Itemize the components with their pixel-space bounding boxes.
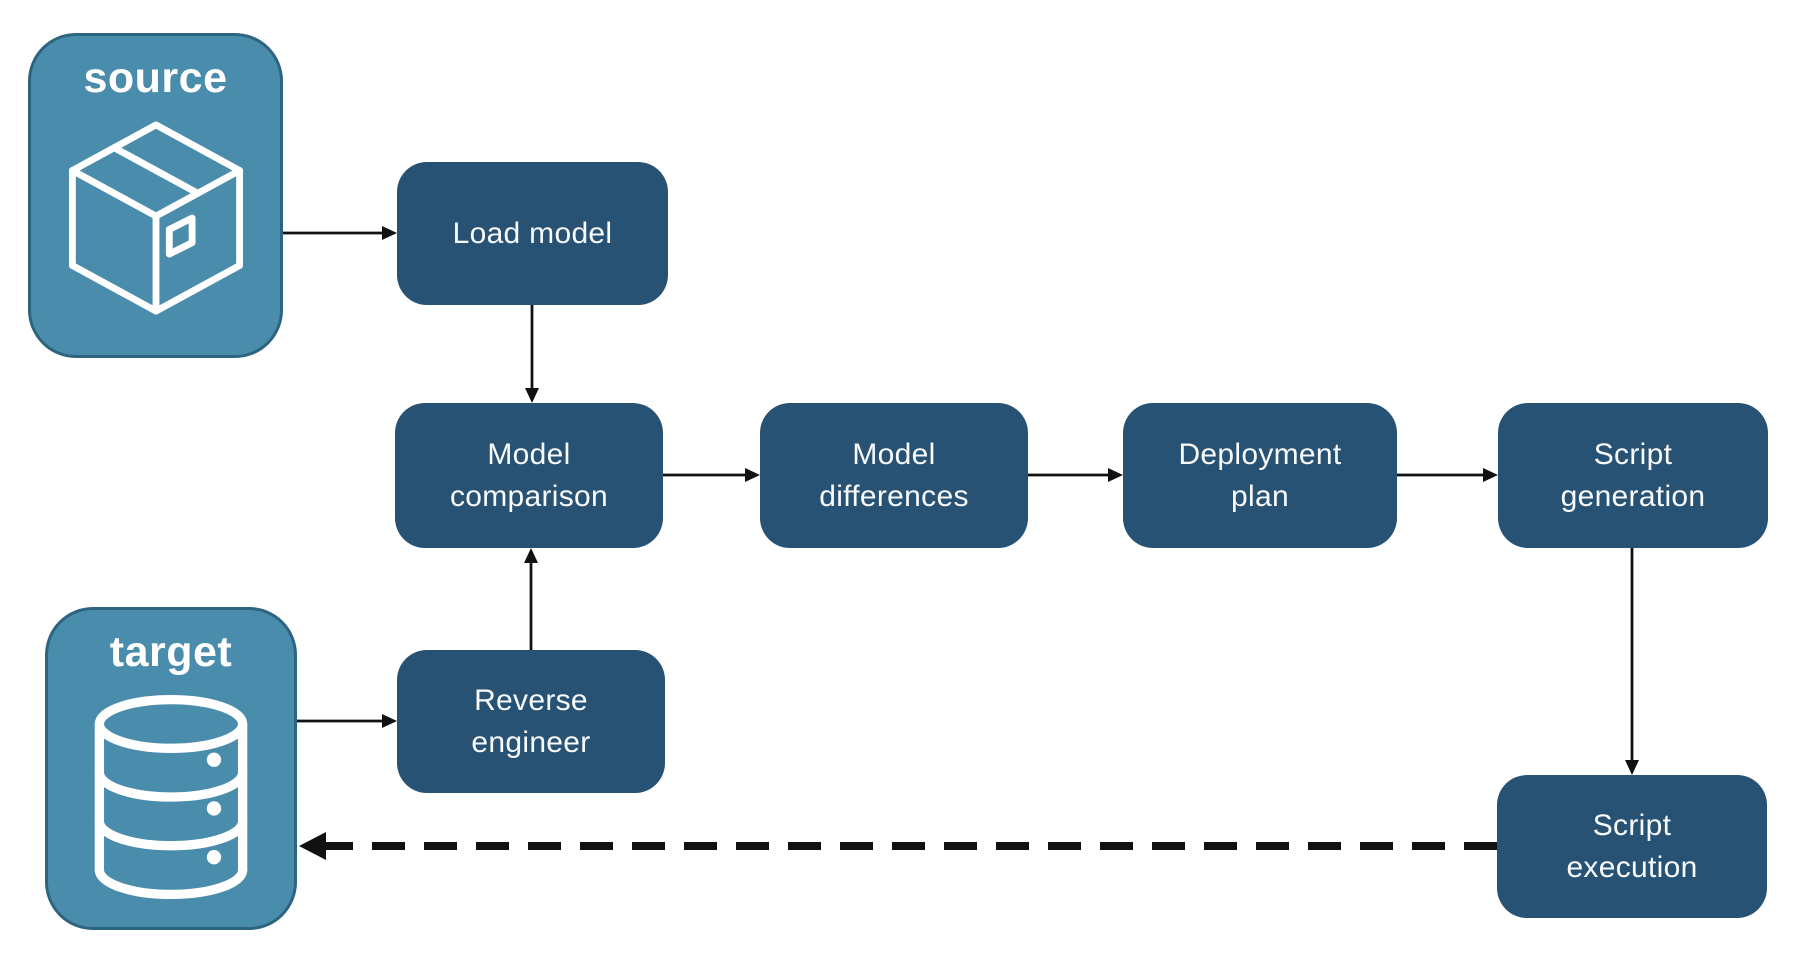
node-deployment-plan: Deployment plan bbox=[1123, 403, 1397, 548]
package-icon bbox=[68, 121, 243, 315]
node-script-generation-label-line1: Script bbox=[1593, 437, 1673, 471]
node-script-execution: Script execution bbox=[1497, 775, 1767, 918]
arrowhead-script-execution-to-target bbox=[299, 832, 326, 860]
node-model-comparison-label-line1: Model bbox=[487, 437, 571, 471]
node-script-generation-label-line2: generation bbox=[1560, 479, 1706, 513]
node-load-model: Load model bbox=[397, 162, 668, 305]
node-script-generation: Script generation bbox=[1498, 403, 1768, 548]
arrowhead-reverse-engineer-to-model-comparison bbox=[524, 548, 538, 563]
arrowhead-deployment-plan-to-script-generation bbox=[1483, 468, 1498, 482]
node-deployment-plan-label-line1: Deployment bbox=[1178, 437, 1342, 471]
arrowhead-model-differences-to-deployment-plan bbox=[1108, 468, 1123, 482]
arrowhead-load-model-to-model-comparison bbox=[525, 388, 539, 403]
node-load-model-label: Load model bbox=[452, 216, 613, 250]
source-endpoint: source bbox=[28, 33, 283, 358]
node-reverse-engineer-label-line2: engineer bbox=[471, 725, 591, 759]
target-label: target bbox=[109, 628, 233, 676]
node-model-differences-label-line2: differences bbox=[819, 479, 969, 513]
node-reverse-engineer: Reverse engineer bbox=[397, 650, 665, 793]
node-model-differences: Model differences bbox=[760, 403, 1028, 548]
arrowhead-model-comparison-to-model-differences bbox=[745, 468, 760, 482]
node-deployment-plan-label-line2: plan bbox=[1231, 479, 1289, 513]
arrowhead-source-to-load-model bbox=[382, 226, 397, 240]
node-model-comparison: Model comparison bbox=[395, 403, 663, 548]
database-icon bbox=[94, 694, 248, 900]
node-script-execution-label-line1: Script bbox=[1592, 808, 1672, 842]
node-model-differences-label-line1: Model bbox=[852, 437, 936, 471]
node-model-comparison-label-line2: comparison bbox=[449, 479, 609, 513]
arrowhead-script-generation-to-script-execution bbox=[1625, 760, 1639, 775]
source-label: source bbox=[83, 54, 228, 102]
node-script-execution-label-line2: execution bbox=[1566, 850, 1698, 884]
target-endpoint: target bbox=[45, 607, 297, 930]
arrowhead-target-to-reverse-engineer bbox=[382, 714, 397, 728]
node-reverse-engineer-label-line1: Reverse bbox=[474, 683, 588, 717]
